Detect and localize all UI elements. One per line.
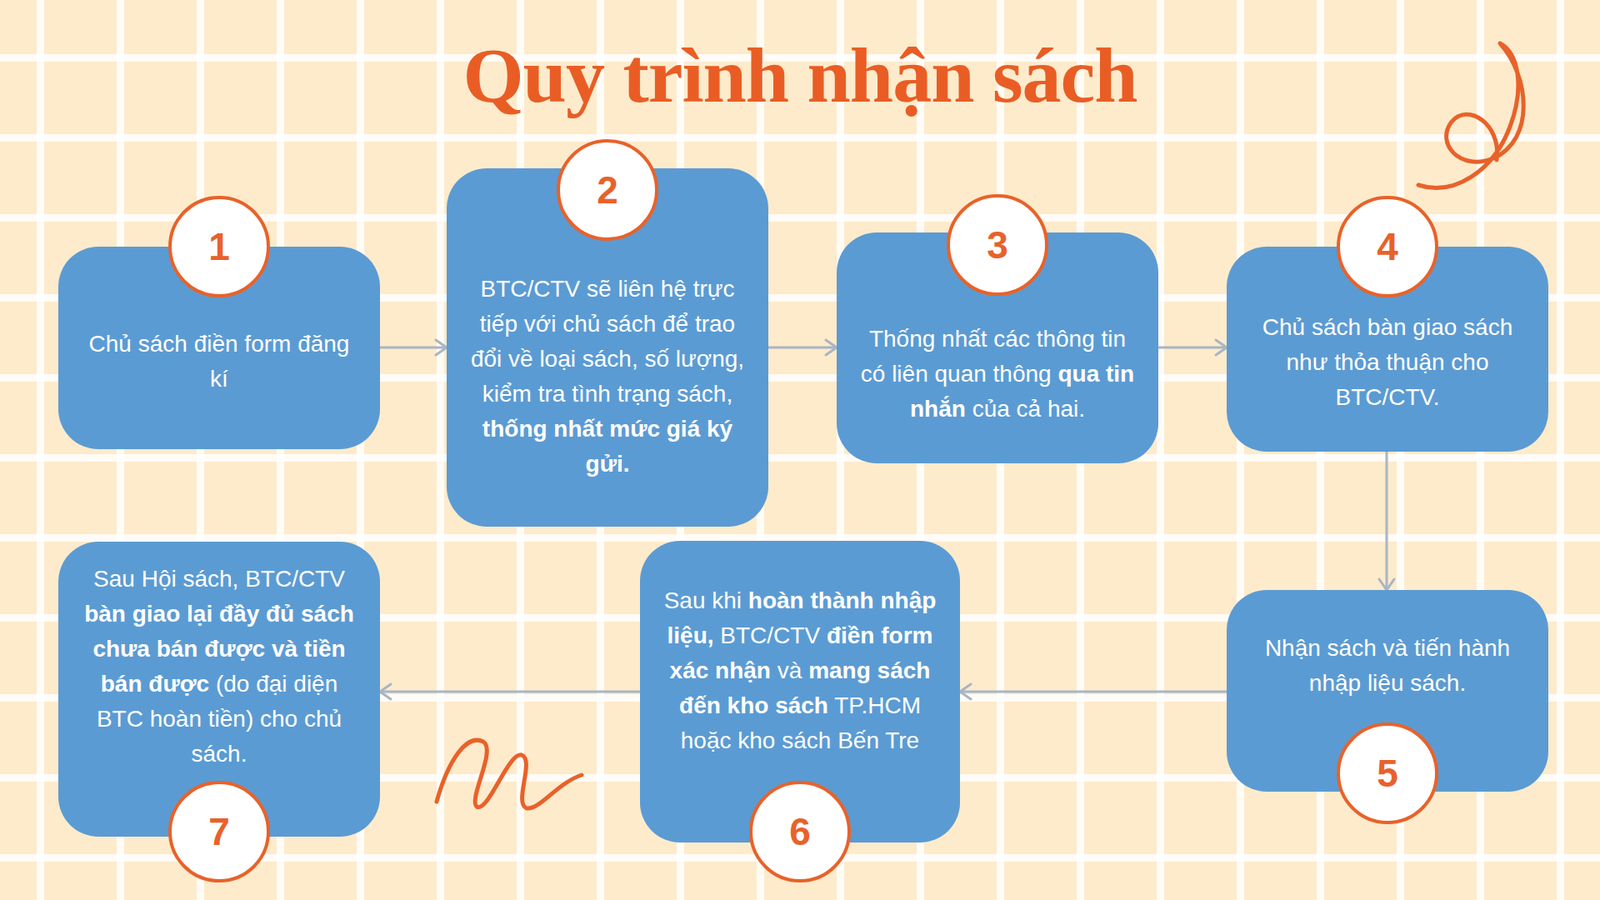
step-number-circle: 7 — [168, 780, 270, 883]
flow-arrow — [768, 340, 837, 355]
step-number: 3 — [986, 225, 1009, 265]
flow-arrow — [1379, 451, 1395, 590]
step-text: Sau Hội sách, BTC/CTV bàn giao lại đầy đ… — [76, 561, 362, 772]
flow-arrow — [1158, 340, 1227, 355]
step-number-circle: 4 — [1336, 195, 1439, 298]
scribble — [1418, 43, 1524, 188]
arrowhead — [960, 684, 971, 700]
step-text: Chủ sách bàn giao sách như thỏa thuận ch… — [1245, 310, 1530, 415]
flow-arrow — [380, 340, 447, 355]
step-number-circle: 5 — [1336, 722, 1439, 825]
step-text: BTC/CTV sẽ liên hệ trực tiếp với chủ sác… — [465, 271, 750, 482]
arrowhead — [435, 340, 447, 355]
connector-line — [768, 346, 837, 350]
connector-line — [960, 690, 1227, 694]
arrowhead — [825, 340, 837, 355]
step-number: 5 — [1376, 754, 1399, 793]
connector-line — [380, 346, 447, 350]
step-number: 7 — [208, 812, 230, 851]
arrowhead — [1379, 579, 1395, 590]
step-text: Nhận sách và tiến hành nhập liệu sách. — [1245, 630, 1530, 701]
step-text: Thống nhất các thông tin có liên quan th… — [855, 321, 1140, 427]
step-number: 2 — [596, 170, 619, 210]
step-number: 1 — [208, 227, 230, 266]
flow-arrow — [380, 684, 640, 700]
step-number: 6 — [789, 812, 811, 851]
flow-arrow — [960, 684, 1227, 700]
step-number-circle: 1 — [168, 195, 270, 298]
step-number: 4 — [1376, 227, 1399, 266]
connector-line — [1158, 346, 1227, 350]
step-number-circle: 6 — [749, 780, 851, 883]
scribble — [436, 740, 582, 809]
step-number-circle: 3 — [946, 194, 1049, 296]
connector-line — [1385, 451, 1389, 590]
arrowhead — [1215, 340, 1227, 355]
step-number-circle: 2 — [556, 139, 659, 241]
connector-line — [380, 690, 640, 694]
step-text: Sau khi hoàn thành nhập liệu, BTC/CTV đi… — [658, 583, 942, 759]
step-text: Chủ sách điền form đăng kí — [76, 326, 362, 397]
title: Quy trình nhận sách — [0, 28, 1600, 123]
arrowhead — [380, 684, 391, 700]
